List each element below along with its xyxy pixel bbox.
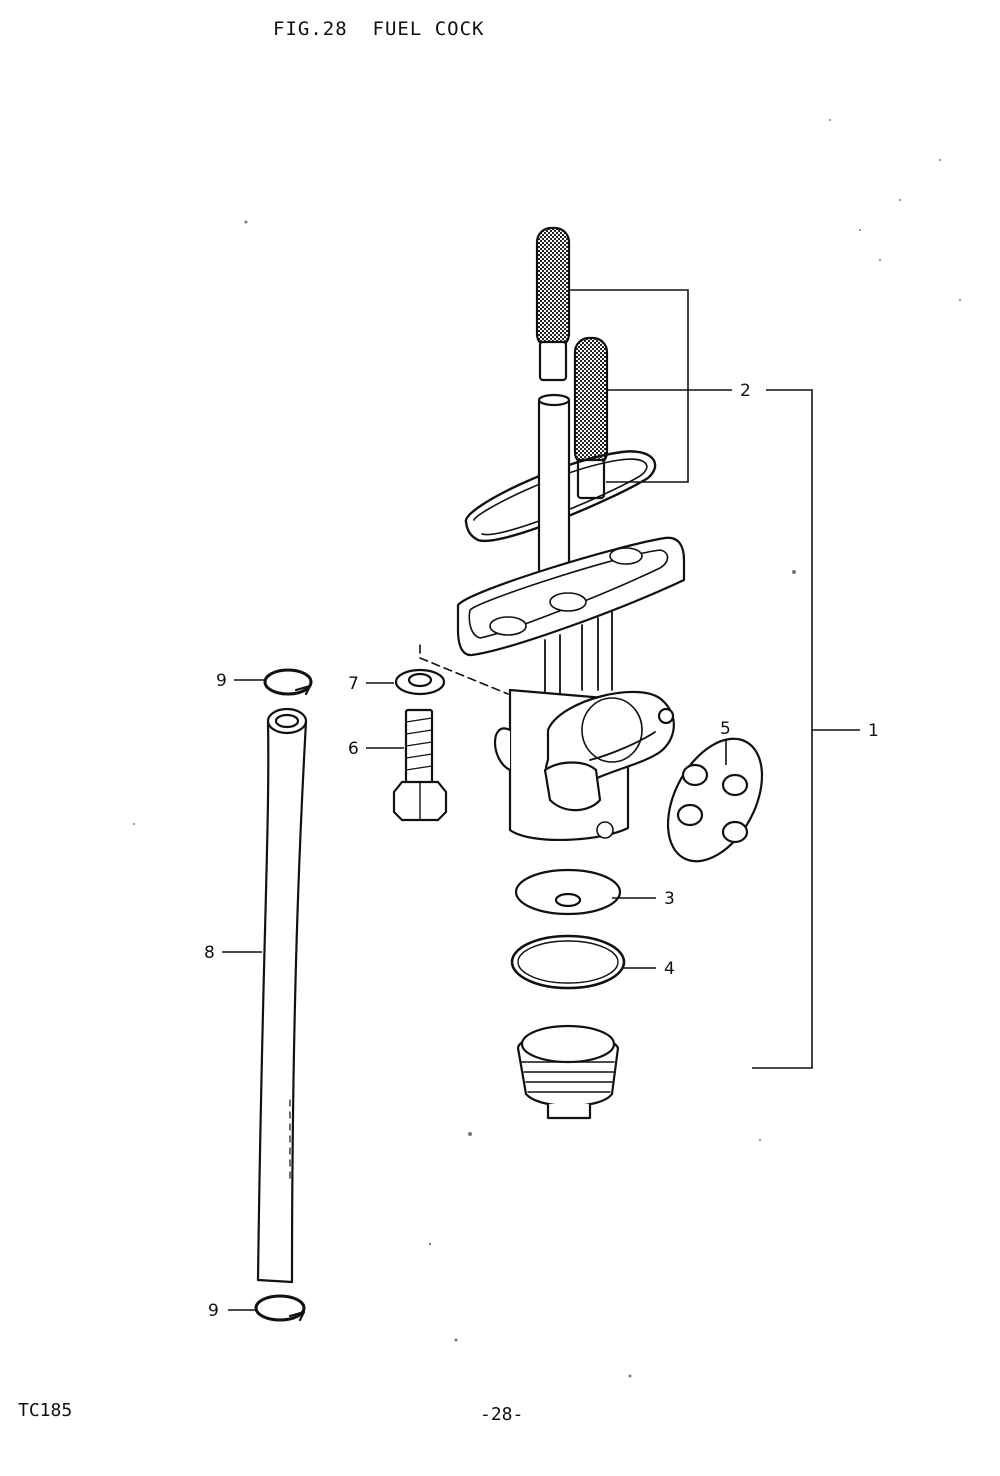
fuel-hose: [256, 707, 308, 1284]
mounting-bolt: [392, 708, 448, 822]
figure-title: FIG.28 FUEL COCK: [273, 18, 485, 40]
leader-2-bracket: [570, 289, 689, 483]
callout-1: 1: [868, 721, 879, 741]
page-number: -28-: [480, 1404, 524, 1425]
fuel-strainer-short: [573, 336, 609, 500]
leader-1-bracket: [752, 389, 813, 1069]
callout-9-bottom: 9: [208, 1301, 219, 1321]
model-code: TC185: [18, 1400, 73, 1421]
seal-washer: [514, 868, 622, 916]
oring: [510, 934, 626, 990]
callout-8: 8: [204, 943, 215, 963]
oval-oring-gasket: [464, 450, 657, 543]
fuel-cock-body: [456, 536, 686, 841]
callout-5: 5: [720, 719, 731, 739]
callout-7: 7: [348, 674, 359, 694]
fuel-strainer-tall: [535, 226, 571, 382]
callout-4: 4: [664, 959, 675, 979]
hose-clip-top: [263, 668, 313, 696]
hose-clip-bottom: [254, 1294, 306, 1322]
callout-6: 6: [348, 739, 359, 759]
callout-3: 3: [664, 889, 675, 909]
callout-9-top: 9: [216, 671, 227, 691]
reserve-standpipe: [537, 393, 571, 600]
washer: [394, 668, 446, 696]
filter-screen-disc: [666, 737, 764, 863]
scan-noise: [133, 119, 961, 1378]
sediment-cup: [516, 1024, 620, 1120]
callout-2: 2: [740, 381, 751, 401]
